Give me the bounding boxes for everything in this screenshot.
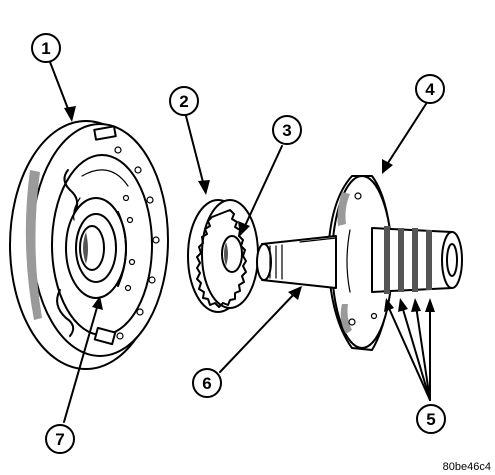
pump-body xyxy=(9,120,169,370)
callout-6: 6 xyxy=(192,368,222,398)
callout-2: 2 xyxy=(169,86,199,116)
gear-set xyxy=(187,199,259,313)
svg-text:2: 2 xyxy=(179,92,188,111)
callout-1: 1 xyxy=(31,33,61,63)
svg-text:4: 4 xyxy=(425,80,435,99)
callout-5: 5 xyxy=(416,404,446,434)
svg-text:3: 3 xyxy=(282,121,291,140)
svg-text:6: 6 xyxy=(202,374,211,393)
svg-text:5: 5 xyxy=(426,410,435,429)
callout-7: 7 xyxy=(45,424,75,454)
bolt-holes xyxy=(114,146,160,340)
reaction-shaft-support xyxy=(256,175,463,351)
callout-3: 3 xyxy=(272,115,302,145)
figure-reference-code: 80be46c4 xyxy=(443,461,491,473)
svg-text:7: 7 xyxy=(55,430,64,449)
leader-arrows xyxy=(49,61,435,423)
seal-rings xyxy=(384,226,432,294)
svg-text:1: 1 xyxy=(41,39,50,58)
callout-4: 4 xyxy=(415,74,445,104)
